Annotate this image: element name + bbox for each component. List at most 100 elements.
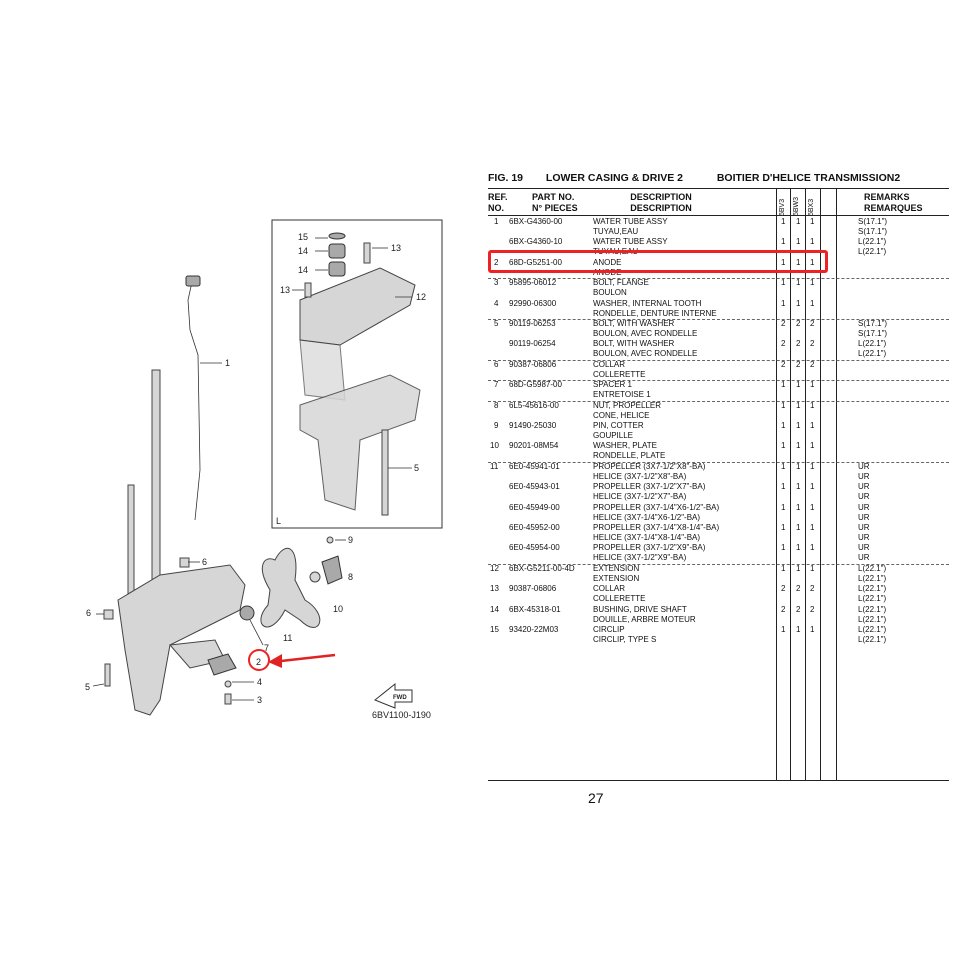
cell-desc1: HELICE (3X7-1/2"X8"-BA)	[593, 471, 687, 481]
callout-6: 6	[202, 557, 207, 567]
callout-15: 15	[298, 232, 308, 242]
cell-desc0: WATER TUBE ASSY	[593, 237, 668, 247]
cell-q2: 1	[810, 563, 815, 573]
cell-desc0: BOLT, WITH WASHER	[593, 339, 675, 349]
cell-desc1: BOULON	[593, 288, 627, 298]
cell-q2: 1	[810, 421, 815, 430]
cell-part: 91490-25030	[509, 421, 557, 430]
cell-q0: 1	[781, 461, 786, 471]
callout-13: 13	[280, 285, 290, 295]
cell-rem0: UR	[858, 461, 870, 471]
exploded-parts-diagram: FWD 1 2 3 4 5 5 6 6 7 8 9 10 11 12 13 13…	[85, 219, 443, 720]
cell-rem1: L(22.1")	[858, 614, 887, 624]
cell-rem0: L(22.1")	[858, 339, 887, 349]
cell-ref: 5	[494, 319, 499, 328]
cell-desc0: WATER TUBE ASSY	[593, 217, 668, 226]
cell-q1: 2	[796, 584, 801, 594]
cell-ref: 11	[490, 461, 499, 471]
cell-q1: 1	[796, 217, 801, 226]
cell-q2: 2	[810, 604, 815, 614]
callout-arrow-icon	[271, 653, 336, 664]
cell-ref: 10	[490, 441, 499, 451]
extension-part	[299, 267, 416, 346]
cell-rem0: UR	[858, 502, 870, 512]
cell-ref: 3	[494, 278, 499, 288]
cell-q1: 1	[796, 400, 801, 410]
cell-part: 68D-G5987-00	[509, 380, 562, 390]
cell-q1: 2	[796, 319, 801, 328]
cell-q2: 1	[810, 461, 815, 471]
cell-desc1: RONDELLE, DENTURE INTERNE	[593, 308, 717, 318]
cell-ref: 15	[490, 625, 499, 634]
callout-9: 9	[348, 535, 353, 545]
cell-desc1: HELICE (3X7-1/2"X9"-BA)	[593, 553, 687, 563]
cell-rem0: L(22.1")	[858, 563, 887, 573]
cell-q0: 1	[781, 563, 786, 573]
cell-desc0: PIN, COTTER	[593, 421, 644, 430]
cell-q0: 1	[781, 217, 786, 226]
cell-rem1: UR	[858, 553, 870, 563]
cell-part: 6BX-G4360-00	[509, 217, 563, 226]
callout-10: 10	[333, 604, 343, 614]
cell-q1: 1	[796, 502, 801, 512]
cell-desc1: CIRCLIP, TYPE S	[593, 635, 657, 644]
cell-q0: 2	[781, 359, 786, 369]
cell-ref: 9	[494, 421, 499, 430]
fig-title-fr: BOITIER D'HELICE TRANSMISSION2	[716, 172, 901, 184]
cell-q0: 1	[781, 482, 786, 492]
parts-catalog-table: FIG. 19 LOWER CASING & DRIVE 2 BOITIER D…	[488, 172, 950, 781]
cell-desc1: CONE, HELICE	[593, 410, 650, 420]
cell-desc0: COLLAR	[593, 584, 626, 594]
cell-desc0: WASHER, PLATE	[593, 441, 658, 451]
cell-desc0: PROPELLER (3X7-1/4"X6-1/2"-BA)	[593, 502, 720, 512]
fig-number: FIG. 19	[488, 172, 524, 184]
cell-q1: 1	[796, 543, 801, 553]
cell-q1: 1	[796, 441, 801, 451]
cell-desc1: COLLERETTE	[593, 594, 646, 604]
cell-q2: 1	[810, 237, 815, 247]
cell-rem0: UR	[858, 543, 870, 553]
cell-rem1: UR	[858, 533, 870, 542]
cell-ref: 14	[490, 604, 499, 614]
cell-rem1: S(17.1")	[858, 227, 888, 236]
cell-part: 90119-06253	[509, 319, 556, 328]
callout-6b: 6	[86, 608, 91, 618]
cell-part: 90387-06806	[509, 584, 557, 594]
cell-q1: 1	[796, 482, 801, 492]
cell-q2: 1	[810, 502, 815, 512]
cell-q0: 1	[781, 298, 786, 308]
anode-part	[207, 653, 237, 676]
cell-q2: 2	[810, 319, 815, 328]
cell-rem1: UR	[858, 471, 870, 481]
cell-rem1: S(17.1")	[858, 329, 888, 338]
cell-rem1: UR	[858, 512, 870, 522]
cell-q2: 1	[810, 625, 815, 634]
cell-q0: 1	[781, 278, 786, 288]
cell-q1: 2	[796, 339, 801, 349]
cell-q1: 1	[796, 298, 801, 308]
fwd-label: FWD	[393, 695, 407, 701]
cell-desc0: BOLT, FLANGE	[593, 278, 649, 288]
cell-q2: 1	[810, 380, 815, 390]
propeller-part	[260, 548, 321, 628]
cell-desc0: CIRCLIP	[593, 625, 625, 634]
cell-q0: 2	[781, 339, 786, 349]
part-no-header: PART NO.N° PIECES	[532, 192, 578, 213]
model-6bx3: 6BX3	[808, 198, 815, 216]
cell-q0: 1	[781, 441, 786, 451]
cell-desc0: ANODE	[593, 257, 622, 267]
cell-rem0: S(17.1")	[858, 217, 888, 226]
cell-q0: 2	[781, 604, 786, 614]
cell-desc1: HELICE (3X7-1/2"X7"-BA)	[593, 492, 687, 502]
